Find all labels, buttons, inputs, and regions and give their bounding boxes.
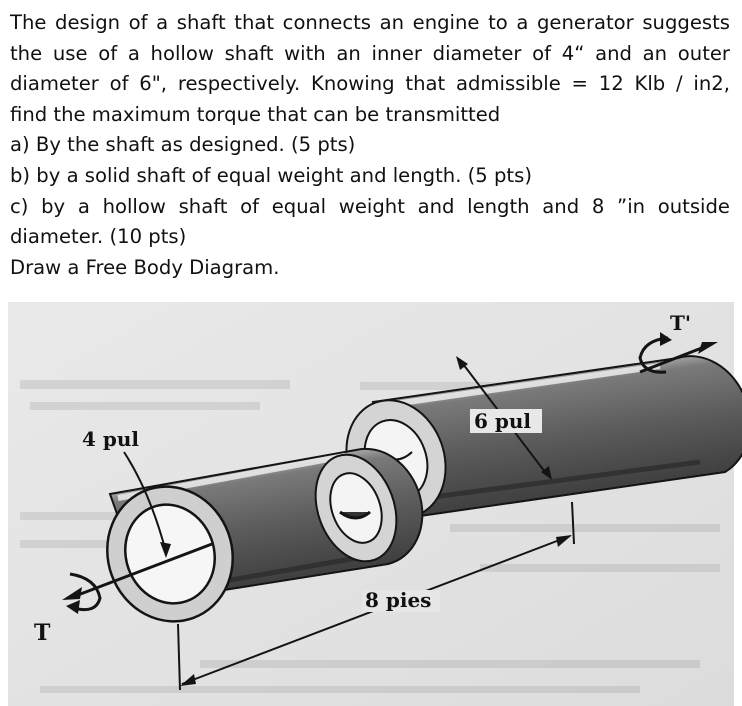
torque-arrow-icon	[638, 332, 672, 374]
torque-right-label: T'	[670, 311, 691, 335]
inner-diameter-label: 4 pul	[82, 427, 139, 451]
problem-statement: The design of a shaft that connects an e…	[10, 8, 730, 283]
part-c-continued: diameter. (10 pts)	[10, 225, 187, 249]
fbd-instruction: Draw a Free Body Diagram.	[10, 255, 280, 279]
length-label: 8 pies	[365, 588, 431, 612]
dimension-arrow-icon	[180, 674, 196, 686]
problem-line-3: diameter of 6", respectively. Knowing th…	[10, 72, 730, 96]
shaft-illustration: 4 pul 6 pul 8 pies T T'	[8, 302, 742, 706]
outer-diameter-label: 6 pul	[474, 409, 531, 433]
problem-line-4: find the maximum torque that can be tran…	[10, 102, 501, 126]
shaft-axis	[62, 342, 718, 600]
problem-line-2: the use of a hollow shaft with an inner …	[10, 41, 730, 65]
part-a: a) By the shaft as designed. (5 pts)	[10, 133, 356, 157]
shaft-figure: 4 pul 6 pul 8 pies T T'	[0, 302, 742, 706]
inner-diameter-leader	[123, 451, 171, 558]
part-c: c) by a hollow shaft of equal weight and…	[10, 194, 730, 218]
shaft-left-segment	[106, 447, 424, 623]
torque-arrow-icon	[66, 572, 102, 614]
length-label-bg	[362, 590, 440, 612]
dimension-arrow-icon	[556, 535, 572, 547]
shaft-left-bore	[124, 503, 216, 605]
problem-line-1: The design of a shaft that connects an e…	[10, 11, 730, 34]
outer-diameter-label-bg	[470, 409, 542, 433]
torque-left-label: T	[34, 620, 51, 646]
part-b: b) by a solid shaft of equal weight and …	[10, 163, 532, 187]
